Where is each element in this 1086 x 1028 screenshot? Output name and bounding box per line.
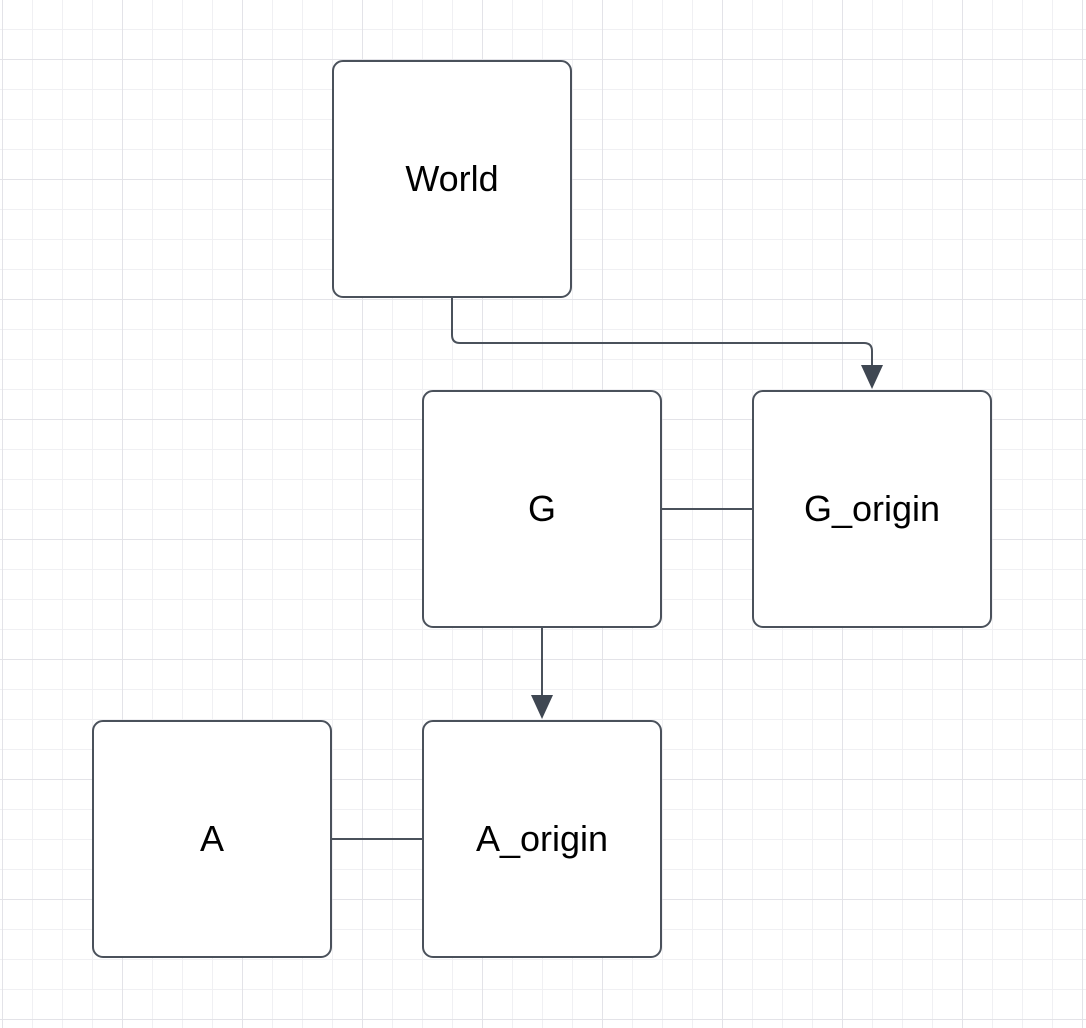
node-label: G bbox=[527, 488, 556, 529]
edge-world-to-g-origin[interactable] bbox=[451, 298, 883, 389]
node-a-origin[interactable]: A_origin bbox=[422, 720, 662, 958]
node-g[interactable]: G bbox=[422, 390, 662, 628]
arrowhead-icon bbox=[531, 695, 553, 719]
arrowhead-icon bbox=[861, 365, 883, 389]
node-a[interactable]: A bbox=[92, 720, 332, 958]
edge-g-to-a-origin[interactable] bbox=[531, 628, 553, 719]
node-label: World bbox=[405, 158, 499, 199]
node-g-origin[interactable]: G_origin bbox=[752, 390, 992, 628]
node-label: G_origin bbox=[803, 488, 941, 529]
node-world[interactable]: World bbox=[332, 60, 572, 298]
node-label: A bbox=[199, 818, 224, 859]
node-label: A_origin bbox=[475, 818, 609, 859]
